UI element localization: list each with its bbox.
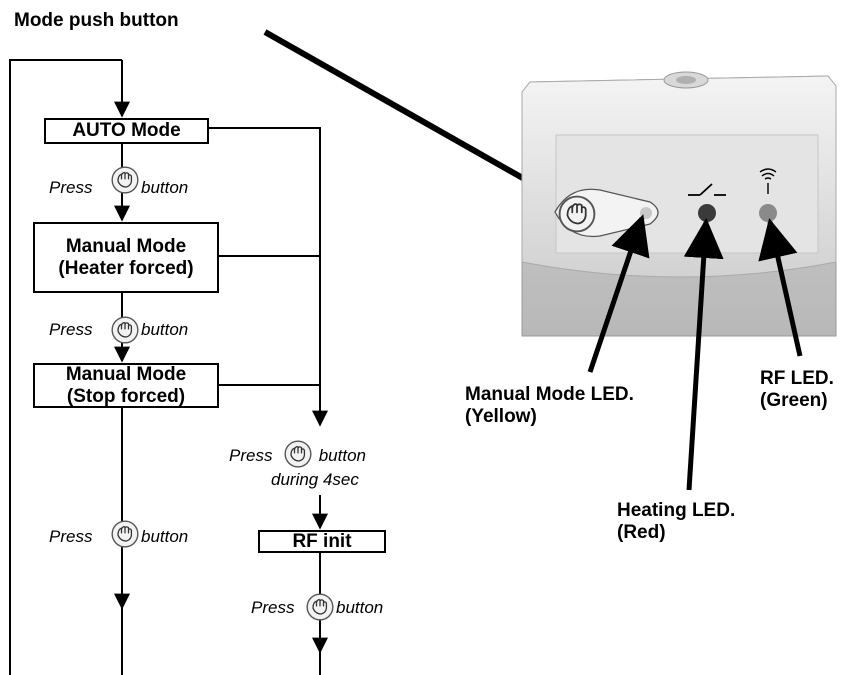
heating-led-line1: Heating LED.	[617, 500, 736, 521]
press-label-2: Press	[49, 320, 93, 339]
manual-stop-line2: (Stop forced)	[66, 385, 186, 407]
button-label-3: button	[314, 446, 366, 465]
rf-init-box: RF init	[258, 530, 386, 553]
press-hand-icon-5	[306, 593, 334, 621]
mode-button-hand-icon	[558, 195, 596, 233]
auto-mode-label: AUTO Mode	[72, 120, 181, 141]
during-4sec-label: during 4sec	[271, 470, 359, 489]
rf-init-label: RF init	[292, 530, 352, 552]
button-label-1: button	[141, 178, 189, 197]
heating-led-line2: (Red)	[617, 522, 666, 543]
right-branch-line	[209, 127, 328, 427]
press-hand-icon-3	[284, 440, 312, 468]
auto-mode-box: AUTO Mode	[44, 118, 209, 144]
led-pointers	[587, 214, 803, 491]
relay-switch-icon	[688, 183, 726, 196]
diagram-title: Mode push button	[14, 10, 179, 31]
outer-loop-line	[9, 59, 122, 675]
rf-led	[759, 204, 777, 222]
manual-heater-box: Manual Mode (Heater forced)	[33, 222, 219, 293]
button-label-4: button	[141, 527, 189, 546]
press-hand-icon-2	[111, 316, 139, 344]
manual-stop-line1: Manual Mode	[65, 363, 187, 385]
manual-led-line2: (Yellow)	[465, 406, 537, 427]
mode-button-pointer	[263, 29, 577, 209]
press-hand-icon-4	[111, 520, 139, 548]
press-label-3: Press	[229, 446, 273, 465]
rf-led-line2: (Green)	[760, 390, 828, 411]
heating-led-pointer	[683, 218, 724, 491]
rf-antenna-icon	[759, 168, 777, 194]
press-label-4: Press	[49, 527, 93, 546]
manual-heater-line1: Manual Mode	[65, 235, 187, 257]
rf-led-line1: RF LED.	[760, 368, 834, 389]
button-label-5: button	[336, 598, 384, 617]
rf-led-pointer	[758, 218, 803, 357]
manual-mode-led	[640, 207, 652, 219]
press-label-5: Press	[251, 598, 295, 617]
press-hand-icon-1	[111, 166, 139, 194]
press-label-1: Press	[49, 178, 93, 197]
heating-led-label: Heating LED. (Red)	[617, 500, 735, 544]
manual-stop-box: Manual Mode (Stop forced)	[33, 363, 219, 408]
manual-heater-line2: (Heater forced)	[58, 257, 194, 279]
button-label-2: button	[141, 320, 189, 339]
manual-led-pointer	[587, 214, 650, 373]
heating-led	[698, 204, 716, 222]
rf-led-label: RF LED. (Green)	[760, 368, 834, 412]
manual-led-line1: Manual Mode LED.	[465, 384, 634, 405]
manual-led-label: Manual Mode LED. (Yellow)	[465, 384, 634, 428]
